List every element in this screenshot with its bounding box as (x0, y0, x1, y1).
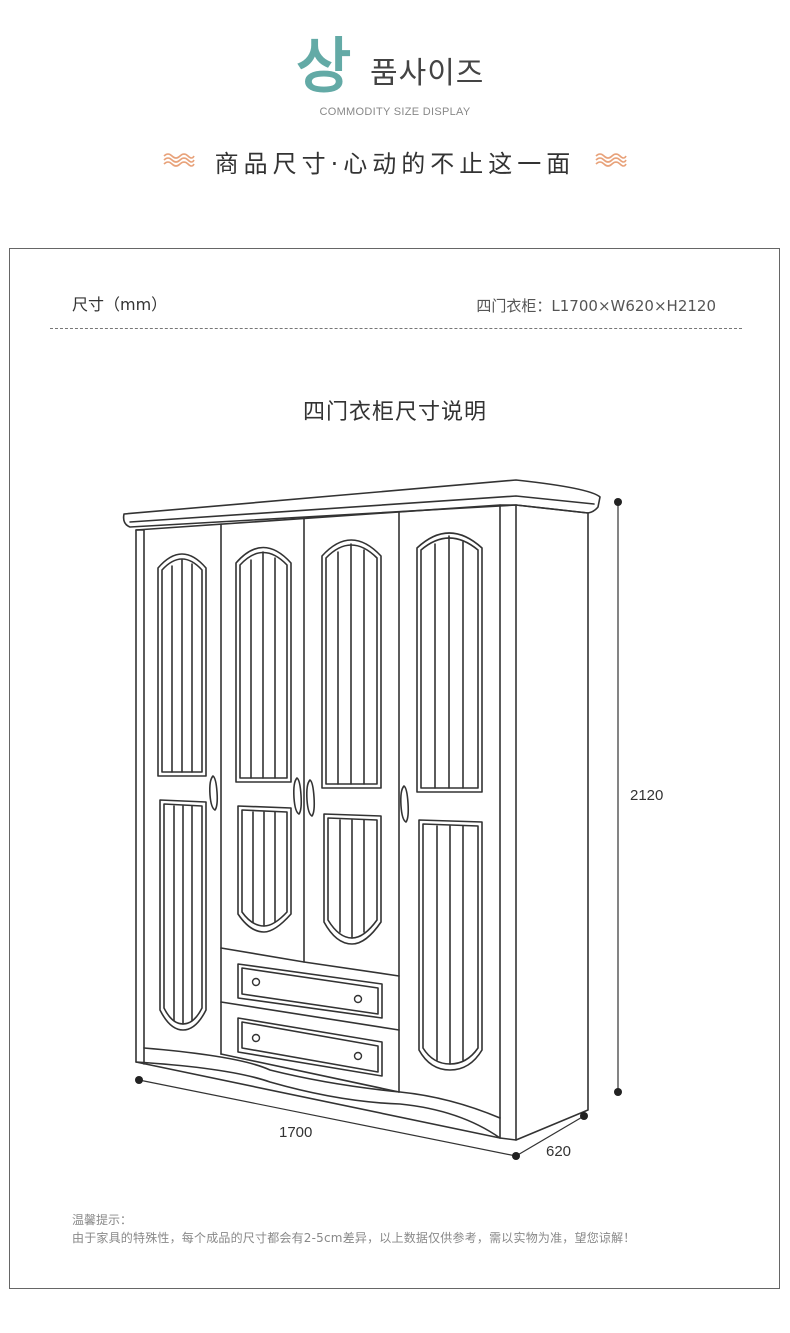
wardrobe-cornice (122, 479, 601, 528)
note-title: 温馨提示： (72, 1213, 133, 1227)
drawer-1 (237, 963, 383, 1019)
door-2-lower-panel (237, 805, 292, 933)
logo-rest-text: 품사이즈 (370, 56, 485, 91)
door-1-handle (209, 775, 219, 811)
logo-subtitle: COMMODITY SIZE DISPLAY (319, 106, 471, 118)
wardrobe-illustration (122, 479, 622, 1160)
door-2-handle (293, 777, 303, 815)
width-dimension-line (138, 1079, 517, 1157)
drawer-1-knob-left (251, 977, 261, 987)
door-2-upper-panel (235, 546, 292, 783)
door-4-upper-panel (416, 532, 483, 793)
tagline-text: 商品尺寸·心动的不止这一面 (214, 150, 576, 178)
door-3-lower-panel (323, 813, 382, 945)
tagline-row: 商品尺寸·心动的不止这一面 (0, 142, 790, 182)
logo-main-glyph: 상 (296, 32, 352, 102)
dimension-value: 四门衣柜：L1700×W620×H2120 (476, 297, 716, 315)
wave-ornament-icon (163, 153, 195, 167)
drawer-2-knob-right (353, 1051, 363, 1061)
note-text: 由于家具的特殊性，每个成品的尺寸都会有2-5cm差异，以上数据仅供参考，需以实物… (72, 1231, 636, 1245)
door-4-lower-panel (418, 819, 483, 1071)
content-frame (9, 248, 780, 1289)
depth-measurement: 620 (546, 1143, 572, 1160)
wardrobe-side (499, 504, 589, 1141)
door-1-upper-panel (157, 553, 207, 777)
door-1-lower-panel (159, 799, 207, 1031)
drawer-1-knob-right (353, 994, 363, 1004)
door-3-upper-panel (321, 539, 382, 789)
drawer-2 (237, 1017, 383, 1077)
dimension-label: 尺寸（mm） (72, 295, 168, 314)
brand-logo: 상 품사이즈 COMMODITY SIZE DISPLAY (0, 30, 790, 125)
wave-ornament-icon (595, 153, 627, 167)
section-title: 四门衣柜尺寸说明 (302, 400, 487, 425)
door-4-handle (400, 785, 410, 823)
depth-dimension-line (515, 1115, 585, 1157)
dashed-divider (50, 328, 742, 329)
wardrobe-skirt (143, 1047, 501, 1119)
height-measurement: 2120 (630, 787, 664, 804)
drawer-2-knob-left (251, 1033, 261, 1043)
door-3-handle (306, 779, 316, 817)
width-measurement: 1700 (279, 1124, 313, 1141)
